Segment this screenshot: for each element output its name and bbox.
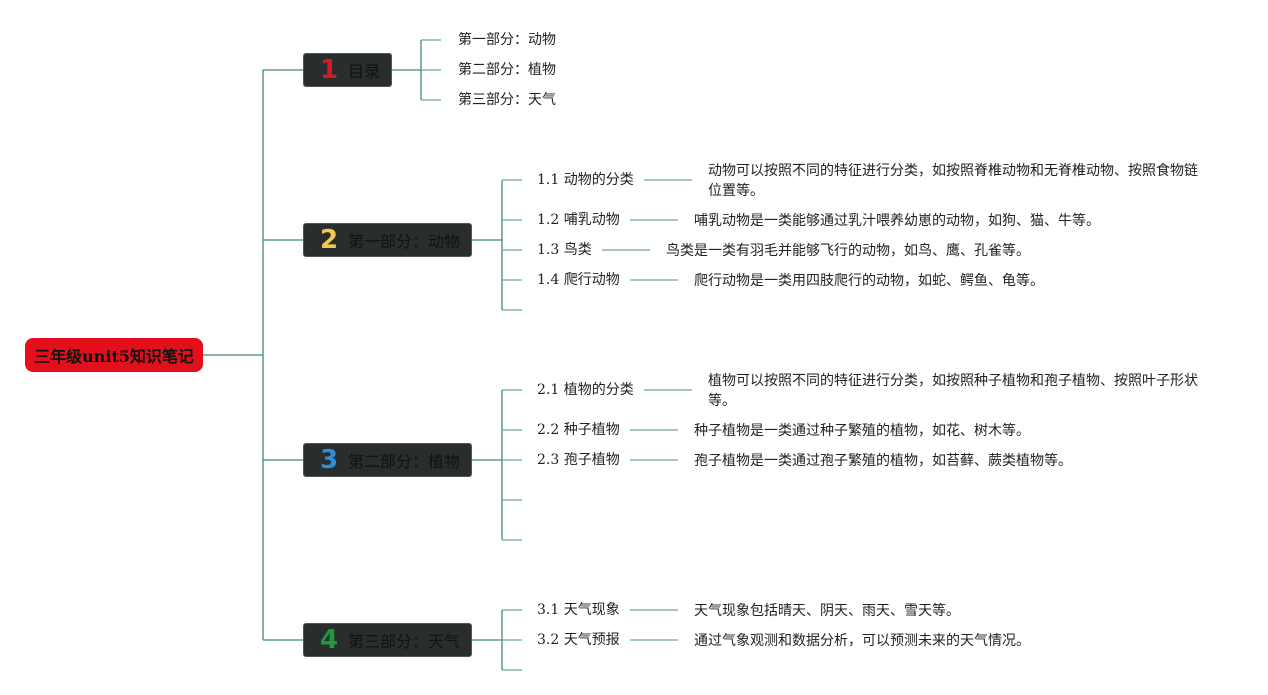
section-node-weather[interactable]: 4 第三部分：天气 xyxy=(303,623,472,657)
topic-item[interactable]: 1.2 哺乳动物 xyxy=(537,212,620,228)
section-title: 目录 xyxy=(348,62,381,81)
topic-description: 孢子植物是一类通过孢子繁殖的植物，如苔藓、蕨类植物等。 xyxy=(694,453,1072,469)
list-item[interactable]: 第一部分：动物 xyxy=(458,32,556,48)
section-number: 1 xyxy=(320,55,339,85)
root-label: 三年级unit5知识笔记 xyxy=(34,347,194,366)
section-node-contents[interactable]: 1 目录 xyxy=(303,53,392,87)
section-number: 4 xyxy=(320,625,339,655)
topic-item[interactable]: 1.1 动物的分类 xyxy=(537,172,634,188)
topic-description: 爬行动物是一类用四肢爬行的动物，如蛇、鳄鱼、龟等。 xyxy=(694,273,1044,289)
section-node-animals[interactable]: 2 第一部分：动物 xyxy=(303,223,472,257)
topic-item[interactable]: 2.1 植物的分类 xyxy=(537,382,634,398)
topic-item[interactable]: 3.1 天气现象 xyxy=(537,602,620,618)
section-node-plants[interactable]: 3 第二部分：植物 xyxy=(303,443,472,477)
topic-item[interactable]: 1.4 爬行动物 xyxy=(537,272,620,288)
topic-description: 种子植物是一类通过种子繁殖的植物，如花、树木等。 xyxy=(694,423,1030,439)
topic-description: 鸟类是一类有羽毛并能够飞行的动物，如鸟、鹰、孔雀等。 xyxy=(666,243,1030,259)
topic-description: 植物可以按照不同的特征进行分类，如按照种子植物和孢子植物、按照叶子形状等。 xyxy=(708,373,1198,409)
topic-description: 哺乳动物是一类能够通过乳汁喂养幼崽的动物，如狗、猫、牛等。 xyxy=(694,213,1100,229)
topic-item[interactable]: 2.2 种子植物 xyxy=(537,422,620,438)
topic-item[interactable]: 1.3 鸟类 xyxy=(537,242,592,258)
section-title: 第一部分：动物 xyxy=(348,232,461,251)
section-number: 3 xyxy=(320,445,339,475)
topic-description: 通过气象观测和数据分析，可以预测未来的天气情况。 xyxy=(694,633,1030,649)
topic-item[interactable]: 2.3 孢子植物 xyxy=(537,452,620,468)
topic-description: 动物可以按照不同的特征进行分类，如按照脊椎动物和无脊椎动物、按照食物链位置等。 xyxy=(708,163,1198,199)
topic-description: 天气现象包括晴天、阴天、雨天、雪天等。 xyxy=(694,603,960,619)
root-node[interactable]: 三年级unit5知识笔记 xyxy=(25,338,203,372)
topic-item[interactable]: 3.2 天气预报 xyxy=(537,632,620,648)
section-title: 第三部分：天气 xyxy=(348,632,461,651)
section-title: 第二部分：植物 xyxy=(348,452,461,471)
section-number: 2 xyxy=(320,225,339,255)
list-item[interactable]: 第三部分：天气 xyxy=(458,92,556,108)
list-item[interactable]: 第二部分：植物 xyxy=(458,62,556,78)
